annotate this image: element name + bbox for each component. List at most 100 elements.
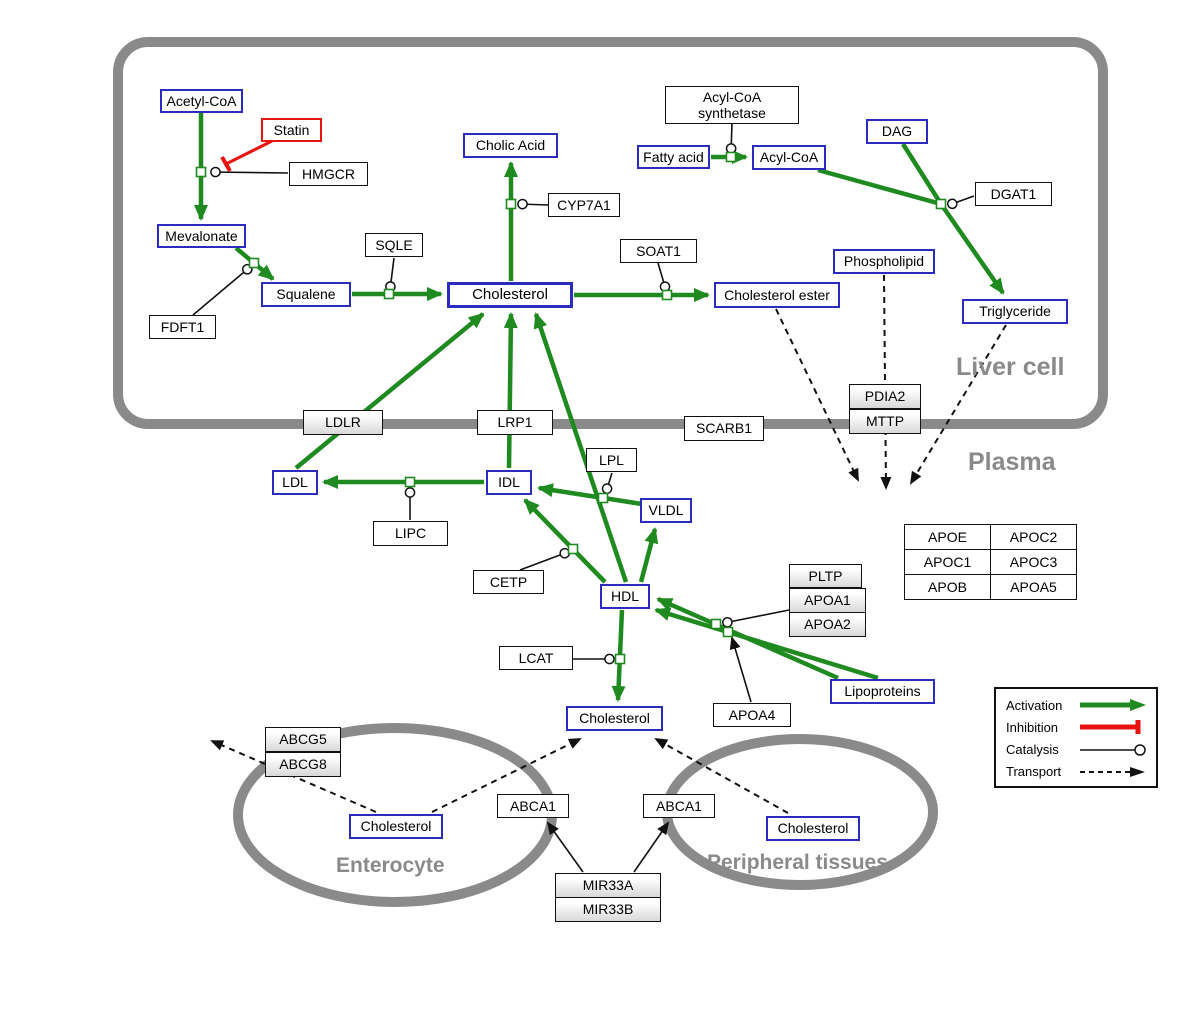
node-abcg8[interactable]: ABCG8 <box>265 752 341 777</box>
node-fatty-acid[interactable]: Fatty acid <box>637 145 710 169</box>
node-lpl[interactable]: LPL <box>586 448 637 472</box>
edge-dag-dgat1node <box>901 142 943 206</box>
node-acyl-coa-synthetase[interactable]: Acyl-CoA synthetase <box>665 86 799 124</box>
legend: Activation Inhibition Catalysis Transpor… <box>994 687 1158 788</box>
node-apoa2[interactable]: APOA2 <box>789 612 866 637</box>
node-mttp[interactable]: MTTP <box>849 409 921 434</box>
node-abca1-left[interactable]: ABCA1 <box>497 794 569 818</box>
node-lipc[interactable]: LIPC <box>373 521 448 546</box>
legend-activation-label: Activation <box>1006 697 1063 713</box>
node-abca1-right[interactable]: ABCA1 <box>643 794 715 818</box>
edge-fdft1-catalysis <box>192 263 253 316</box>
edge-hdl-idl <box>523 498 607 584</box>
node-cholesterol-peripheral[interactable]: Cholesterol <box>766 816 860 841</box>
apolipoprotein-table: APOE APOC2 APOC1 APOC3 APOB APOA5 <box>904 524 1077 600</box>
node-phospholipid[interactable]: Phospholipid <box>833 249 935 274</box>
edge-cyp7a1-catalysis <box>517 198 549 210</box>
node-mir33a[interactable]: MIR33A <box>555 873 661 898</box>
legend-row-activation: Activation <box>1006 696 1148 714</box>
apo-cell[interactable]: APOC3 <box>990 549 1077 575</box>
node-cholesterol-liver[interactable]: Cholesterol <box>447 282 573 308</box>
edge-hdl-vldl <box>638 527 659 583</box>
node-statin[interactable]: Statin <box>261 118 322 142</box>
edge-apoa4-node <box>729 636 752 703</box>
edge-mir33-abca1left <box>546 821 584 873</box>
legend-row-catalysis: Catalysis <box>1006 741 1148 759</box>
apo-cell[interactable]: APOE <box>904 524 991 550</box>
apo-cell[interactable]: APOC2 <box>990 524 1077 550</box>
node-acyl-coa[interactable]: Acyl-CoA <box>752 145 826 170</box>
legend-transport-label: Transport <box>1006 764 1062 780</box>
legend-row-transport: Transport <box>1006 763 1148 781</box>
edge-hmgcr-catalysis <box>210 166 289 178</box>
edge-idl-livercholesterol <box>503 312 518 469</box>
node-dgat1[interactable]: DGAT1 <box>975 182 1052 206</box>
node-cholic-acid[interactable]: Cholic Acid <box>463 133 558 158</box>
apo-cell[interactable]: APOB <box>904 574 991 600</box>
node-lipoproteins[interactable]: Lipoproteins <box>830 679 935 704</box>
edge-lipoproteins-hdl-2 <box>654 607 879 681</box>
edge-soat1-catalysis <box>657 262 671 292</box>
edge-mir33-abca1right <box>633 821 670 873</box>
node-hmgcr[interactable]: HMGCR <box>289 162 368 186</box>
node-fdft1[interactable]: FDFT1 <box>149 315 216 339</box>
transport-dashed-arrow-icon <box>1080 766 1145 777</box>
activation-arrow-icon <box>1080 699 1146 711</box>
edge-ldl-livercholesterol <box>294 312 485 470</box>
edge-enterocytecholesterol-plasma <box>431 738 582 813</box>
apo-cell[interactable]: APOC1 <box>904 549 991 575</box>
legend-catalysis-label: Catalysis <box>1006 742 1059 758</box>
node-ldlr[interactable]: LDLR <box>303 410 383 435</box>
node-squalene[interactable]: Squalene <box>261 282 351 307</box>
node-cyp7a1[interactable]: CYP7A1 <box>548 193 620 217</box>
edge-peripheralcholesterol-plasma <box>654 738 789 814</box>
node-acetyl-coa[interactable]: Acetyl-CoA <box>160 89 243 113</box>
node-sqle[interactable]: SQLE <box>365 233 423 257</box>
edge-cholesterolester-plasma <box>775 308 859 482</box>
inhibition-edge-statin <box>220 139 273 172</box>
edge-lpl-catalysis <box>601 472 613 495</box>
liver-cell-label: Liver cell <box>956 353 1065 381</box>
catalysis-edges <box>192 123 975 873</box>
node-lrp1[interactable]: LRP1 <box>477 410 553 435</box>
node-pdia2[interactable]: PDIA2 <box>849 384 921 409</box>
peripheral-tissues-label: Peripheral tissues <box>707 851 888 874</box>
edge-phospholipid-plasma <box>880 274 892 490</box>
node-cholesterol-ester[interactable]: Cholesterol ester <box>714 282 840 308</box>
activation-edges <box>194 113 1005 702</box>
apo-cell[interactable]: APOA5 <box>990 574 1077 600</box>
node-ldl[interactable]: LDL <box>272 470 318 495</box>
edge-acylcoasynthetase-catalysis <box>725 123 737 154</box>
plasma-label: Plasma <box>968 448 1056 476</box>
node-soat1[interactable]: SOAT1 <box>620 239 697 263</box>
catalysis-circle-icon <box>1080 743 1146 756</box>
edge-sqle-catalysis <box>385 257 396 292</box>
node-cholesterol-plasma[interactable]: Cholesterol <box>566 706 663 731</box>
edge-cetp-catalysis <box>519 547 571 571</box>
node-dag[interactable]: DAG <box>866 119 928 144</box>
node-hdl[interactable]: HDL <box>600 584 650 609</box>
node-mevalonate[interactable]: Mevalonate <box>157 224 246 248</box>
node-abcg5[interactable]: ABCG5 <box>265 727 341 752</box>
node-apoa1[interactable]: APOA1 <box>789 588 866 613</box>
node-vldl[interactable]: VLDL <box>640 498 692 523</box>
legend-row-inhibition: Inhibition <box>1006 718 1148 736</box>
edge-dgat1node-triglyceride <box>939 202 1005 295</box>
node-mir33b[interactable]: MIR33B <box>555 897 661 922</box>
node-lcat[interactable]: LCAT <box>499 646 573 670</box>
node-cholesterol-enterocyte[interactable]: Cholesterol <box>349 814 443 839</box>
edge-hdl-livercholesterol <box>533 312 629 583</box>
edge-pltpstack-catalysis <box>722 609 790 628</box>
node-pltp[interactable]: PLTP <box>789 564 862 588</box>
node-scarb1[interactable]: SCARB1 <box>684 416 764 441</box>
node-triglyceride[interactable]: Triglyceride <box>962 299 1068 324</box>
node-cetp[interactable]: CETP <box>473 570 544 594</box>
node-idl[interactable]: IDL <box>486 470 532 495</box>
edge-acylcoa-dgat1node <box>817 167 942 207</box>
edge-dgat1-catalysis <box>946 195 975 210</box>
enterocyte-label: Enterocyte <box>336 854 445 877</box>
edge-vldl-idl <box>537 483 643 507</box>
node-apoa4[interactable]: APOA4 <box>713 703 791 727</box>
